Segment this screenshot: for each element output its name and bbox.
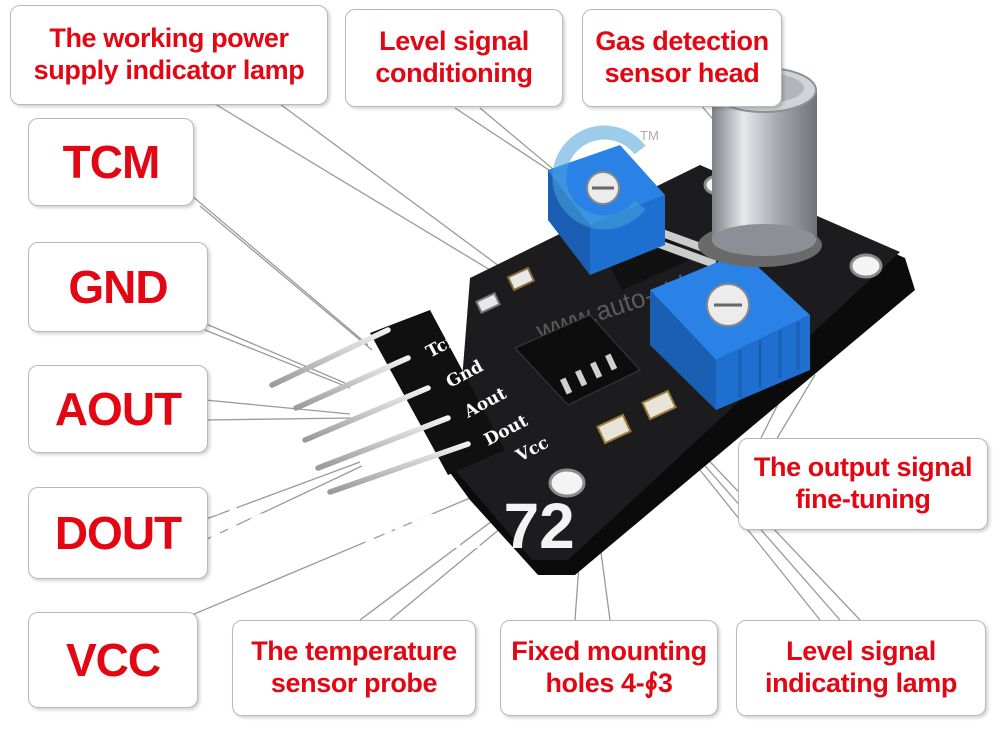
ic-chip [514, 314, 641, 406]
callout-text: indicating lamp [764, 668, 958, 698]
callout-text: Gas detection [595, 26, 769, 57]
callout-temperature-probe: The temperature sensor probe [232, 620, 476, 716]
callout-text: Level signal [379, 26, 529, 57]
level-signal-led [641, 389, 677, 421]
brand-logo-watermark: TM [552, 125, 659, 230]
callout-aout: AOUT [28, 365, 208, 453]
callout-text: VCC [65, 633, 161, 686]
callout-level-signal-conditioning: Level signal conditioning [345, 9, 563, 107]
mounting-hole [548, 468, 586, 498]
output-tuning-potentiometer [650, 252, 810, 410]
callout-output-fine-tuning: The output signal fine-tuning [738, 438, 988, 530]
smd-components [475, 266, 677, 445]
callout-level-indicating-lamp: Level signal indicating lamp [736, 620, 986, 716]
callout-text: The temperature [251, 636, 457, 667]
callout-text: GND [68, 260, 168, 313]
callout-text: DOUT [54, 506, 182, 559]
callout-text: Fixed mounting [511, 636, 707, 667]
callout-vcc: VCC [28, 612, 198, 708]
store-watermark: Store No.: 72 [180, 490, 575, 562]
callout-text: sensor probe [270, 668, 438, 698]
callout-power-lamp: The working power supply indicator lamp [10, 5, 328, 105]
callout-text: AOUT [54, 382, 182, 435]
power-indicator-led [506, 266, 536, 292]
callout-dout: DOUT [28, 487, 208, 579]
mounting-hole [849, 253, 883, 279]
callout-gas-detection-head: Gas detection sensor head [582, 9, 782, 107]
callout-text: TCM [62, 135, 161, 188]
callout-text: Level signal [786, 636, 936, 667]
callout-text: The working power [49, 23, 289, 54]
callout-text: supply indicator lamp [33, 55, 305, 85]
callout-gnd: GND [28, 242, 208, 332]
callout-text: conditioning [375, 58, 533, 88]
callout-text: sensor head [604, 58, 760, 88]
callout-text: fine-tuning [795, 484, 931, 514]
callout-text: The output signal [753, 452, 973, 483]
callout-mounting-holes: Fixed mounting holes 4-∮3 [500, 620, 718, 716]
callout-text: holes 4-∮3 [545, 668, 673, 698]
callout-tcm: TCM [28, 118, 194, 206]
pin-header [269, 310, 505, 495]
trademark-text: TM [640, 128, 659, 143]
